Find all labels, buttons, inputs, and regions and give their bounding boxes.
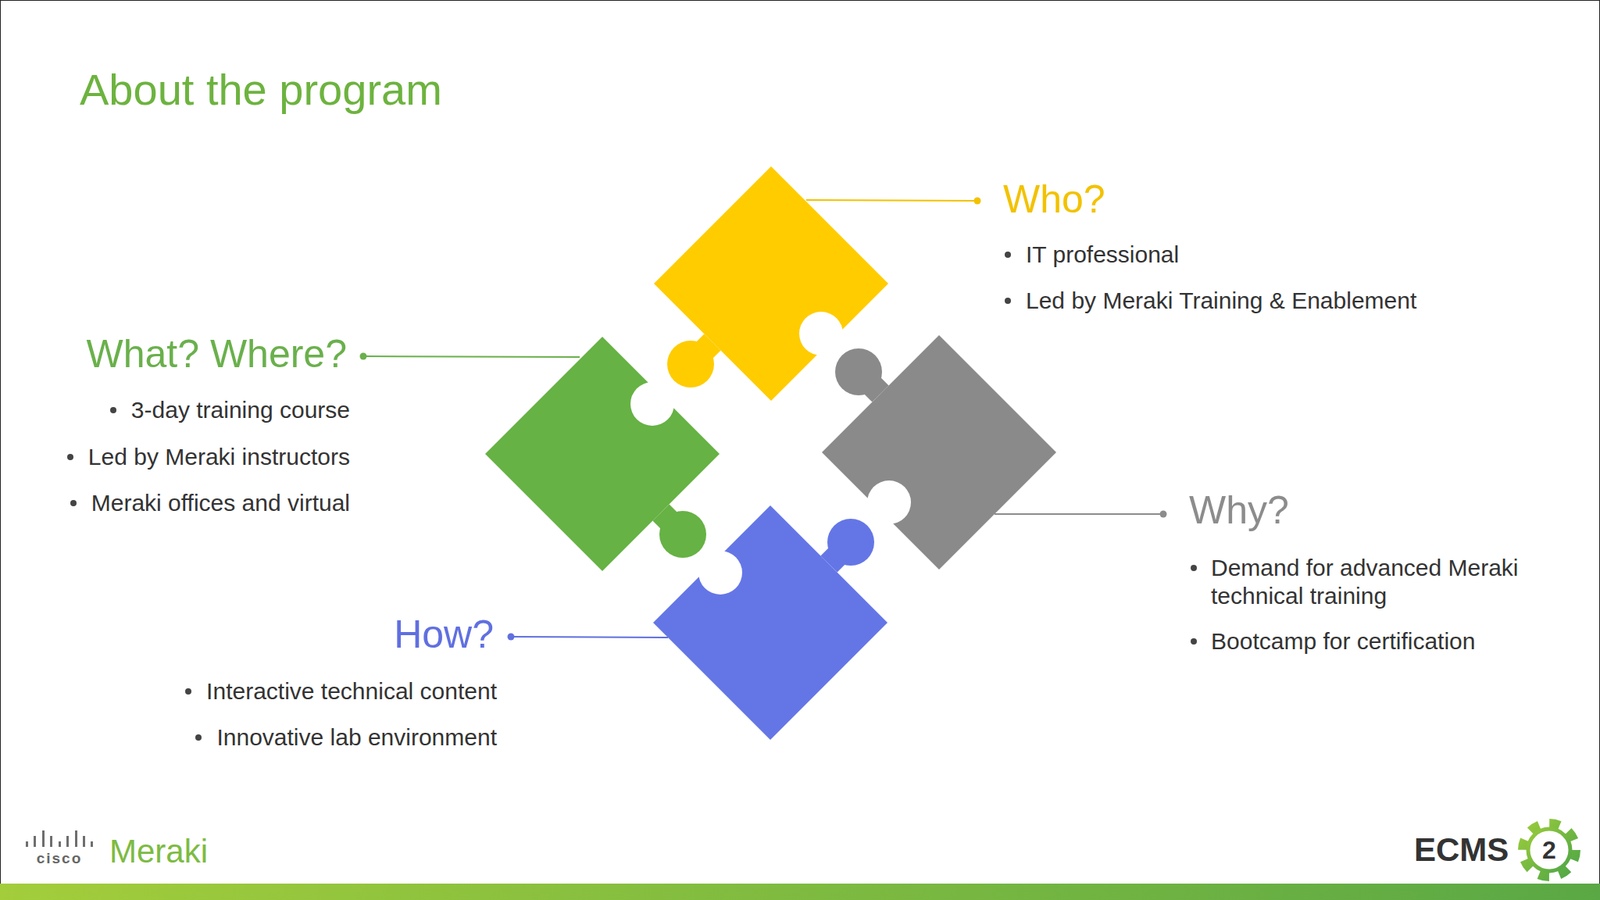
cisco-wordmark-wrap: cisco (36, 850, 83, 868)
bullet-dot (1190, 564, 1197, 572)
ecms-wordmark: ECMS (1414, 831, 1509, 868)
puzzle-holes (630, 311, 911, 595)
section-heading-wrap: Why? (1189, 486, 1290, 534)
bullet-text-wrap: Demand for advanced Meraki technical tra… (1190, 553, 1532, 611)
gear-number-wrap: 2 (1542, 835, 1557, 865)
section-heading: What? Where? (86, 332, 347, 376)
puzzle-piece (653, 505, 888, 740)
bullet-text: Innovative lab environment (216, 724, 497, 750)
meraki-wordmark: Meraki (109, 832, 208, 870)
section-heading-wrap: Who? (1003, 175, 1106, 223)
bullet-text: Demand for advanced Meraki technical tra… (1210, 554, 1519, 609)
slide-title-wrap: About the program (79, 63, 443, 116)
slide-title: About the program (79, 64, 443, 115)
bullet-text: Led by Meraki Training & Enablement (1025, 287, 1417, 314)
section-heading-wrap: What? Where? (86, 330, 347, 378)
bullet-text-wrap: Meraki offices and virtual (70, 489, 350, 518)
bullet-text-wrap: IT professional (1004, 240, 1179, 269)
bullet-text: Meraki offices and virtual (91, 489, 350, 516)
bullet-dot (1190, 638, 1197, 645)
bullet-dot (195, 734, 202, 741)
gear-number: 2 (1542, 835, 1557, 865)
meraki-wordmark-wrap: Meraki (109, 832, 208, 872)
bullet-dot (110, 407, 117, 414)
bullet-text-wrap: Led by Meraki instructors (67, 442, 350, 472)
puzzle-piece (653, 166, 889, 401)
bullet-text-wrap: Led by Meraki Training & Enablement (1004, 286, 1417, 315)
bullet-text: IT professional (1025, 241, 1179, 268)
bullet-dot (67, 453, 74, 461)
ecms-wordmark-wrap: ECMS (1414, 830, 1509, 870)
gear-icon (1522, 823, 1576, 877)
puzzle-piece (485, 336, 720, 572)
section-heading: Who? (1003, 177, 1106, 222)
bullet-text-wrap: Bootcamp for certification (1190, 627, 1475, 656)
bullet-text: Led by Meraki instructors (88, 443, 350, 470)
bullet-dot (185, 688, 192, 695)
section-heading-wrap: How? (393, 610, 494, 658)
bullet-text: Bootcamp for certification (1210, 628, 1475, 654)
footer-bar (0, 883, 1600, 900)
bullet-text: 3-day training course (131, 396, 350, 423)
bullet-dot (1004, 297, 1011, 304)
bullet-dot (70, 500, 77, 507)
section-heading: How? (393, 612, 494, 657)
puzzle-piece (821, 335, 1057, 570)
cisco-logo-bars (25, 830, 93, 847)
bullet-text: Interactive technical content (206, 678, 497, 704)
bullet-text-wrap: Innovative lab environment (195, 723, 497, 752)
bullet-text-wrap: Interactive technical content (185, 677, 497, 706)
bullet-text-wrap: 3-day training course (110, 396, 350, 425)
cisco-wordmark: cisco (36, 850, 83, 867)
section-heading: Why? (1189, 488, 1290, 533)
bullet-dot (1004, 251, 1011, 258)
